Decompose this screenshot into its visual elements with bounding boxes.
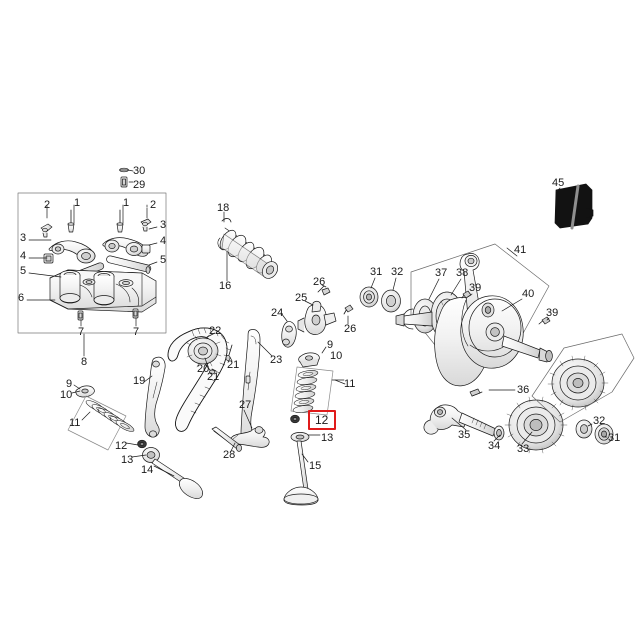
callout-21-a: 21: [207, 371, 220, 383]
callout-4-right: 4: [160, 235, 167, 247]
callout-41: 41: [514, 244, 527, 256]
callout-22: 22: [209, 325, 222, 337]
callout-12-left: 12: [115, 440, 128, 452]
callout-9-left: 9: [66, 378, 73, 390]
group-timing-chain-sprocket: [144, 327, 261, 446]
selected-part-number: 12: [315, 413, 329, 427]
group-bearings-31-32-left: [359, 286, 401, 313]
callout-27: 27: [239, 399, 252, 411]
callout-33: 33: [517, 443, 530, 455]
callout-7-left: 7: [78, 326, 85, 338]
callout-11-left: 11: [69, 417, 81, 429]
callout-35: 35: [458, 429, 471, 441]
callout-32-right: 32: [593, 415, 606, 427]
callout-5-right: 5: [160, 254, 167, 266]
group-valve-assembly-center: [283, 352, 334, 506]
callout-3-left: 3: [20, 232, 27, 244]
callout-14: 14: [141, 464, 154, 476]
group-small-fasteners-29-30: [119, 167, 129, 188]
callout-3-right: 3: [160, 219, 167, 231]
selected-part-highlight[interactable]: [308, 410, 336, 430]
callout-13-left: 13: [121, 454, 134, 466]
callout-26-upper: 26: [313, 276, 326, 288]
callout-20: 20: [197, 363, 210, 375]
callout-6: 6: [18, 292, 25, 304]
callout-1-right: 1: [123, 197, 130, 209]
callout-10-left: 10: [60, 389, 73, 401]
callout-45: 45: [552, 177, 565, 189]
callout-37: 37: [435, 267, 448, 279]
callout-21-b: 21: [227, 359, 240, 371]
callout-32-left: 32: [391, 266, 404, 278]
callout-18: 18: [217, 202, 230, 214]
callout-30: 30: [133, 165, 146, 177]
callout-23: 23: [270, 354, 283, 366]
callout-38: 38: [456, 267, 469, 279]
callout-31-left: 31: [370, 266, 383, 278]
callout-11-center: 11: [344, 378, 356, 390]
callout-25: 25: [295, 292, 308, 304]
callout-5-left: 5: [20, 265, 27, 277]
callout-4-left: 4: [20, 250, 27, 262]
group-tensioner-24-25-26: [281, 285, 354, 348]
callout-7-right: 7: [133, 326, 140, 338]
callout-31-right: 31: [608, 432, 621, 444]
group-camshaft-16: [217, 218, 279, 279]
group-cylinder-head-box: [17, 192, 167, 334]
callout-28: 28: [223, 449, 236, 461]
group-bracket-27-28: [211, 426, 270, 452]
callout-10-center: 10: [330, 350, 343, 362]
callout-1-left: 1: [74, 197, 81, 209]
callout-39-upper: 39: [469, 282, 482, 294]
group-crankshaft-assembly: [395, 243, 553, 397]
callout-39-right: 39: [546, 307, 559, 319]
callout-16: 16: [219, 280, 232, 292]
callout-2-left: 2: [44, 199, 51, 211]
group-black-block-45: [554, 183, 594, 230]
callout-40: 40: [522, 288, 535, 300]
callout-15: 15: [309, 460, 322, 472]
callout-2-right: 2: [150, 199, 157, 211]
callout-9-center: 9: [327, 339, 334, 351]
callout-24: 24: [271, 307, 284, 319]
callout-36: 36: [517, 384, 530, 396]
callout-29: 29: [133, 179, 146, 191]
group-valve-assembly-left: [67, 385, 203, 499]
callout-19: 19: [133, 375, 146, 387]
callout-8: 8: [81, 356, 88, 368]
callout-34: 34: [488, 440, 501, 452]
callout-26-lower: 26: [344, 323, 357, 335]
callout-13-center: 13: [321, 432, 334, 444]
